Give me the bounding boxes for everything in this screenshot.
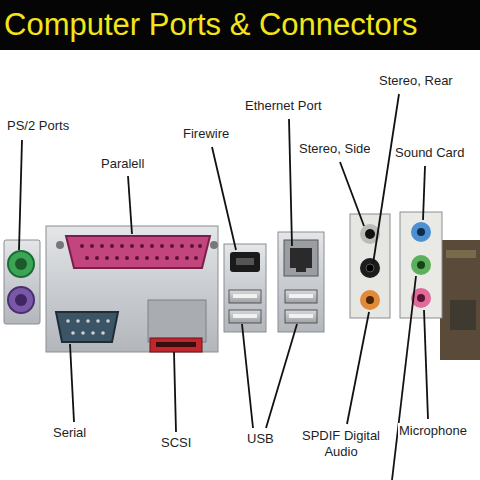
ethernet-port xyxy=(284,240,318,276)
ps2-housing xyxy=(4,240,40,324)
usb-housing xyxy=(224,244,266,332)
leader-lines xyxy=(19,94,428,480)
circuit-board xyxy=(450,300,476,330)
part-label: Sound Card xyxy=(394,145,465,161)
part-label: PS/2 Ports xyxy=(6,118,70,134)
io-shield xyxy=(46,226,218,352)
ps2-keyboard-port xyxy=(8,251,34,277)
audio-jack xyxy=(411,222,431,242)
title-text: Computer Ports & Connectors xyxy=(4,6,418,44)
audio-jack xyxy=(366,296,374,304)
screw xyxy=(210,241,218,249)
audio-stack xyxy=(400,212,442,318)
scsi-connector xyxy=(156,342,196,347)
firewire-port xyxy=(236,258,254,265)
part-label: SPDIF Digital Audio xyxy=(292,428,390,460)
audio-stack xyxy=(350,214,390,318)
circuit-board xyxy=(440,240,480,360)
part-label: Paralell xyxy=(100,156,145,172)
scsi-connector xyxy=(150,338,202,352)
audio-jack xyxy=(360,258,380,278)
usb-port xyxy=(229,310,261,323)
audio-jack xyxy=(417,294,425,302)
audio-jack xyxy=(360,290,380,310)
usb-port xyxy=(229,290,261,303)
parallel-port xyxy=(66,236,210,268)
part-label: USB xyxy=(246,431,275,447)
circuit-board xyxy=(446,250,476,258)
ethernet-port xyxy=(290,248,312,272)
ps2-mouse-port xyxy=(15,294,27,306)
audio-jack xyxy=(417,261,425,269)
audio-jack xyxy=(366,264,374,272)
firewire-port xyxy=(230,252,260,272)
audio-jack xyxy=(417,228,425,236)
part-label: Ethernet Port xyxy=(244,98,323,114)
part-label: SCSI xyxy=(160,435,192,451)
part-label: Microphone xyxy=(398,423,468,439)
audio-jack xyxy=(365,229,375,239)
part-label: Firewire xyxy=(182,126,230,142)
audio-jack xyxy=(411,255,431,275)
usb-port xyxy=(285,290,317,303)
usb-port xyxy=(285,310,317,323)
part-label: Stereo, Rear xyxy=(378,73,454,89)
usb-port xyxy=(233,314,257,318)
usb-port xyxy=(233,294,257,298)
part-label: Serial xyxy=(52,425,87,441)
ps2-keyboard-port xyxy=(15,258,27,270)
screw xyxy=(56,241,64,249)
lan-housing xyxy=(278,232,324,332)
io-shield xyxy=(148,300,206,342)
usb-port xyxy=(289,314,313,318)
parallel-pins xyxy=(80,244,202,260)
serial-port xyxy=(56,312,118,342)
usb-port xyxy=(289,294,313,298)
serial-pins xyxy=(66,319,110,335)
ps2-mouse-port xyxy=(8,287,34,313)
part-label: Stereo, Side xyxy=(298,141,372,157)
